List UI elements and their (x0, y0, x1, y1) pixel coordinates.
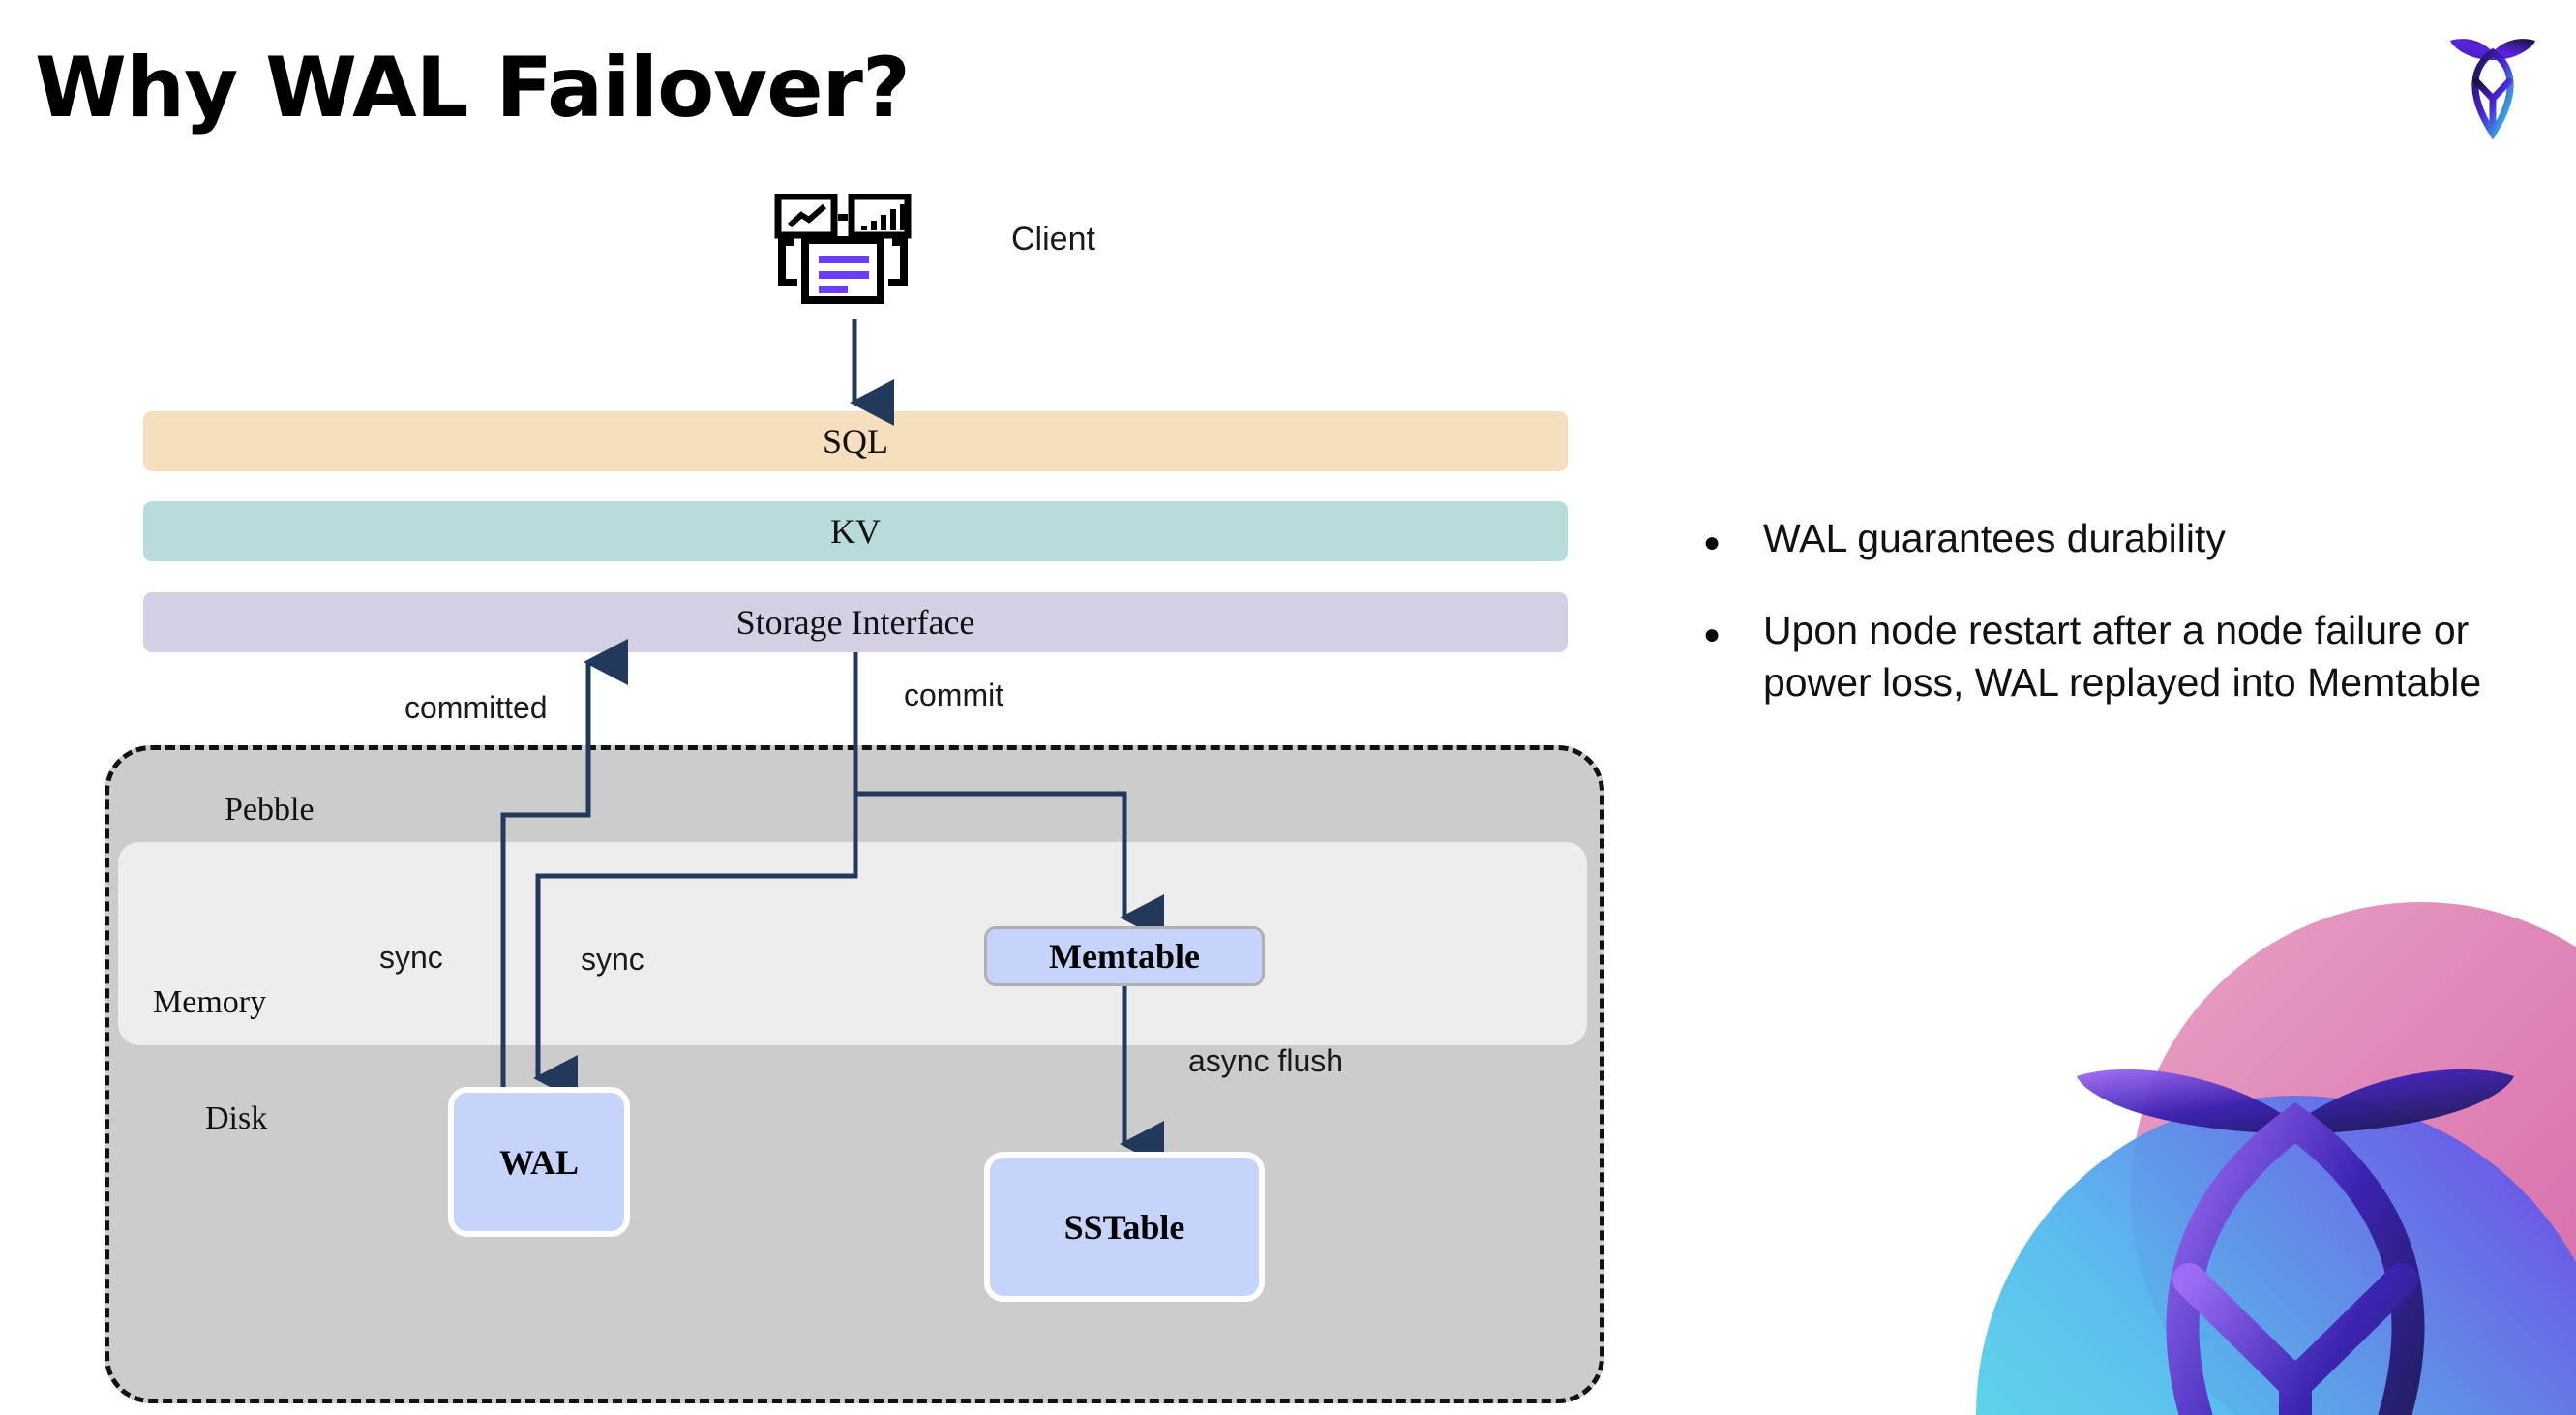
list-item: ● WAL guarantees durability (1703, 513, 2506, 564)
bullet-marker-icon: ● (1703, 527, 1722, 558)
cockroachdb-logo (2444, 27, 2541, 141)
page-title: Why WAL Failover? (35, 40, 911, 136)
notes-list: ● WAL guarantees durability ● Upon node … (1703, 513, 2506, 749)
node-wal: WAL (448, 1087, 630, 1237)
layer-storage-interface-label: Storage Interface (735, 603, 975, 642)
decorative-circles (1841, 873, 2576, 1415)
layer-kv: KV (143, 501, 1568, 561)
disk-label: Disk (205, 1100, 268, 1136)
client-label: Client (1011, 221, 1095, 257)
edge-label-commit: commit (904, 677, 1004, 712)
node-sstable-label: SSTable (1063, 1207, 1185, 1247)
pebble-label: Pebble (225, 792, 315, 828)
layer-storage-interface: Storage Interface (143, 592, 1568, 652)
note-text: WAL guarantees durability (1763, 516, 2226, 560)
node-wal-label: WAL (498, 1142, 580, 1182)
note-text: Upon node restart after a node failure o… (1763, 608, 2482, 705)
layer-sql-label: SQL (822, 422, 888, 461)
edge-label-sync-left: sync (379, 940, 443, 975)
layer-sql: SQL (143, 411, 1568, 471)
node-memtable-label: Memtable (1049, 937, 1200, 976)
memory-region (118, 842, 1587, 1045)
node-memtable: Memtable (984, 926, 1265, 986)
layer-kv-label: KV (830, 512, 881, 551)
edge-label-async-flush: async flush (1188, 1043, 1344, 1078)
edge-label-sync-right: sync (581, 942, 644, 977)
memory-label: Memory (153, 984, 267, 1020)
bullet-marker-icon: ● (1703, 618, 1722, 651)
node-sstable: SSTable (984, 1152, 1265, 1302)
edge-label-committed: committed (404, 690, 548, 725)
list-item: ● Upon node restart after a node failure… (1703, 605, 2506, 708)
client-dashboard-icon (774, 193, 929, 310)
